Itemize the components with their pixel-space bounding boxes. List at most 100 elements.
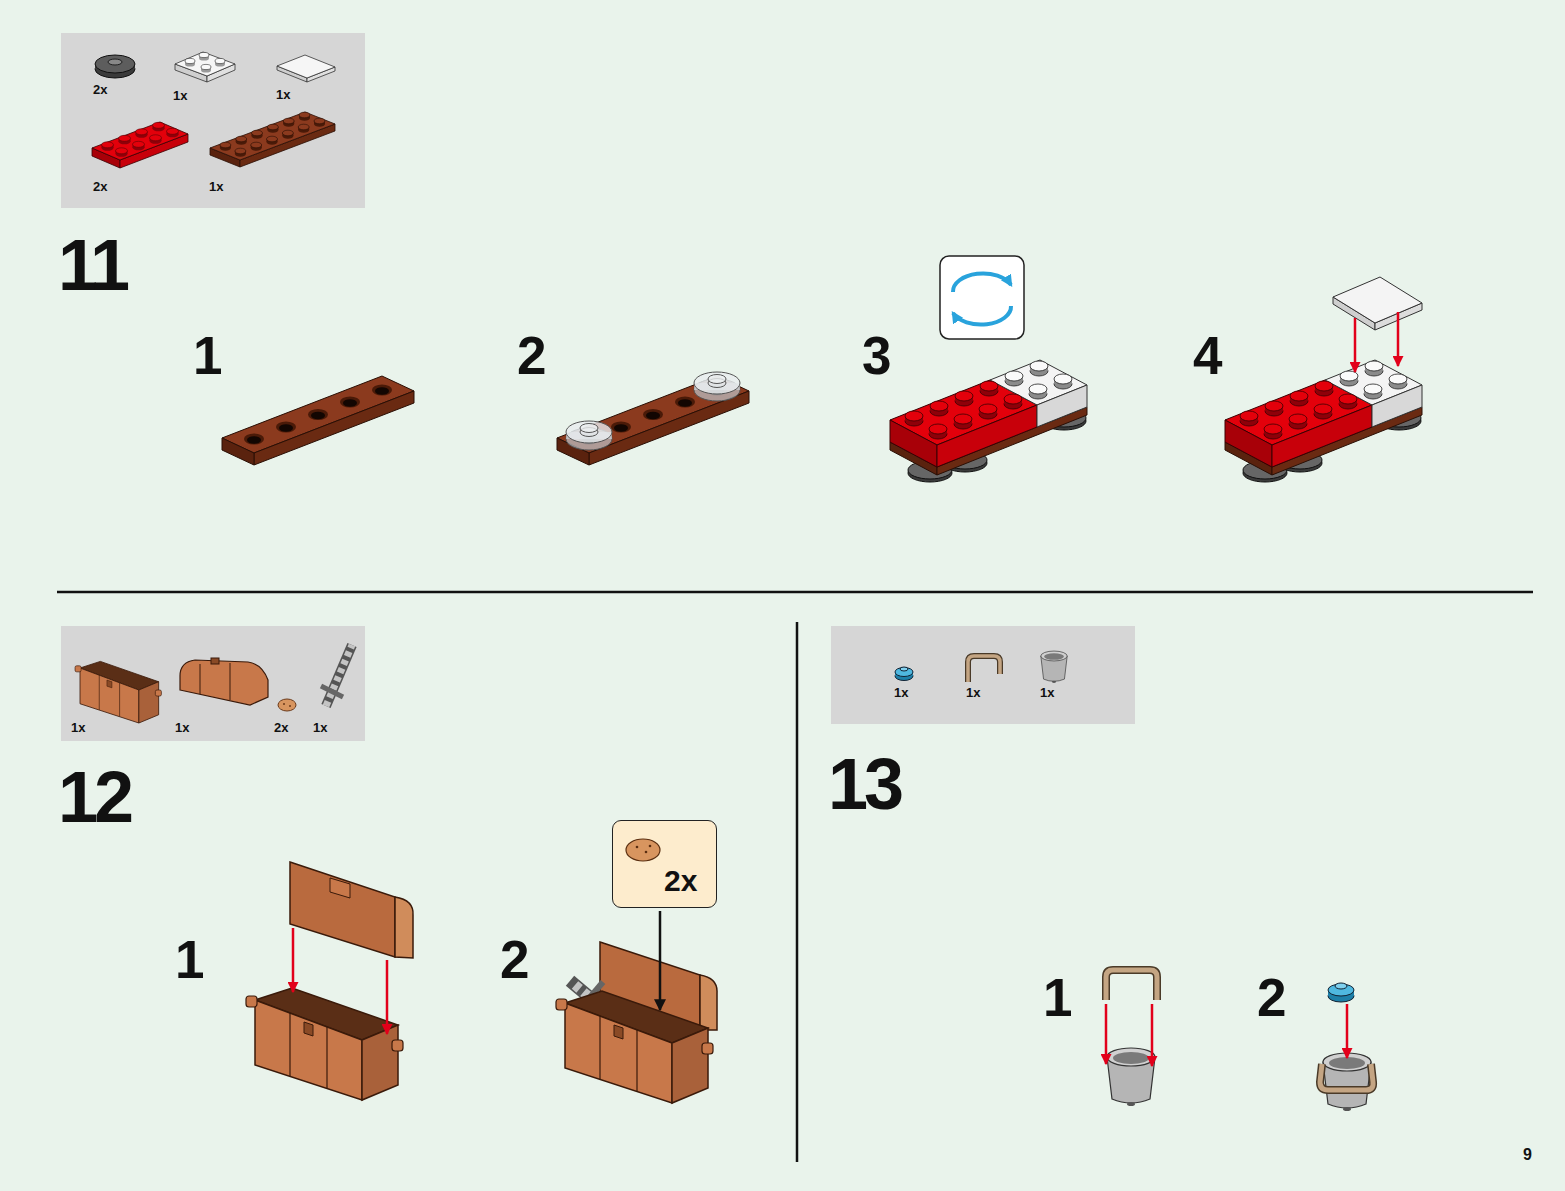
- divider-lines: [57, 591, 1533, 594]
- step-12-1-chest: [395, 897, 413, 958]
- step-11-4-assembly: [1225, 360, 1422, 482]
- step-11-4-assembly: [1225, 277, 1422, 482]
- blue-round-plate-icon: [895, 672, 913, 676]
- step-12-1-chest: [246, 862, 413, 1100]
- rotate-icon: [953, 273, 1011, 292]
- step-11-2-plate: [694, 372, 740, 401]
- step-12-1-chest: [292, 928, 295, 992]
- chest-lid-icon: [200, 664, 201, 694]
- sword-icon: [326, 645, 352, 706]
- step-11-3-assembly: [890, 360, 1087, 482]
- step-13-2-bucket: [1328, 990, 1354, 996]
- step-13-2-bucket: [1323, 1053, 1371, 1111]
- step-12-2-chest: [659, 911, 662, 1010]
- blue-round-plate-icon: [900, 667, 908, 671]
- substep-number: 4: [1193, 329, 1222, 382]
- step-13-2-bucket: [1335, 983, 1347, 989]
- round-plate-icon: [95, 55, 135, 78]
- substep-number: 3: [862, 329, 891, 382]
- step-11-4-assembly: [1397, 312, 1400, 366]
- red-plate-icon: [167, 128, 179, 137]
- part-count: 1x: [175, 720, 189, 735]
- red-plate-icon: [119, 135, 131, 144]
- parts-panel: 1x1x1x: [831, 626, 1135, 724]
- bucket-icon: [1041, 651, 1067, 683]
- step-11-2-plate: [557, 376, 749, 465]
- step-12-2-chest: [575, 985, 662, 1058]
- substep-number: 2: [500, 933, 529, 986]
- step-11-4-assembly: [1333, 297, 1375, 330]
- parts-panel: 1x1x2x1x: [61, 626, 365, 741]
- page-number: 9: [1523, 1147, 1532, 1163]
- step-12-2-chest: [581, 982, 603, 1008]
- cookie-icon: [283, 703, 285, 705]
- step-12-1-chest: [290, 862, 395, 957]
- step-12-1-chest: [386, 960, 389, 1034]
- step-12-2-chest: [700, 975, 717, 1030]
- red-plate-icon: [92, 122, 188, 168]
- callout-cookie-icon: [626, 839, 660, 861]
- divider-lines: [796, 622, 799, 1162]
- rotate-icon: [940, 256, 1024, 339]
- step-13-2-bucket: [1320, 1064, 1373, 1090]
- step-13-1-bucket: [1151, 1004, 1154, 1066]
- sword-icon: [321, 645, 352, 706]
- step-11-4-assembly: [1354, 318, 1357, 372]
- brown-plate-icon: [210, 112, 335, 167]
- cookie-icon: [289, 705, 291, 707]
- parts-panel: 2x1x1x2x1x: [61, 33, 365, 208]
- chest-lid-icon: [230, 663, 231, 700]
- blue-round-plate-icon: [895, 668, 913, 677]
- step-13-1-bucket: [1107, 1048, 1155, 1106]
- brown-plate-icon: [240, 124, 335, 167]
- step-number: 12: [58, 761, 130, 833]
- step-12-1-chest: [330, 878, 350, 898]
- divider-lines: [57, 592, 1533, 1162]
- white-tile-icon: [277, 66, 307, 82]
- round-plate-icon: [95, 64, 135, 69]
- callout-count: 2x: [664, 864, 697, 898]
- brown-plate-icon: [283, 118, 294, 127]
- part-count: 1x: [71, 720, 85, 735]
- brown-plate-icon: [298, 124, 309, 133]
- step-13-2-bucket: [1328, 990, 1354, 1002]
- substep-number: 1: [1043, 971, 1072, 1024]
- callout-cookie-icon: [649, 845, 652, 848]
- step-11-4-assembly: [1375, 303, 1422, 330]
- brown-plate-icon: [210, 148, 240, 167]
- cookie-icon: [278, 699, 296, 711]
- blue-round-plate-icon: [895, 672, 913, 681]
- substep-number: 2: [517, 329, 546, 382]
- white-plate-icon: [215, 58, 225, 66]
- red-plate-icon: [116, 148, 128, 157]
- red-plate-icon: [102, 142, 114, 151]
- step-13-2-bucket: [1328, 984, 1354, 996]
- step-12-2-chest: [556, 911, 717, 1103]
- substep-number: 1: [193, 329, 222, 382]
- sword-icon: [326, 645, 352, 706]
- substep-number: 1: [175, 933, 204, 986]
- brown-plate-icon: [235, 148, 246, 157]
- brown-plate-icon: [282, 130, 293, 139]
- step-11-1-plate: [222, 376, 414, 465]
- step-number: 13: [828, 748, 900, 820]
- callout-box: 2x: [612, 820, 717, 908]
- step-13-2-bucket: [1346, 1004, 1349, 1058]
- white-tile-icon: [277, 55, 335, 78]
- part-count: 2x: [274, 720, 288, 735]
- red-plate-icon: [92, 148, 120, 168]
- rotate-icon: [953, 306, 1011, 325]
- part-count: 2x: [93, 179, 107, 194]
- white-plate-icon: [175, 52, 235, 82]
- step-12-1-chest: [246, 988, 403, 1100]
- step-11-3-assembly: [890, 360, 1087, 482]
- red-plate-icon: [136, 129, 148, 138]
- round-plate-icon: [108, 59, 122, 65]
- handle-icon: [968, 656, 1000, 682]
- bucket-icon: [1041, 651, 1067, 683]
- cookie-icon: [278, 699, 296, 711]
- step-11-4-assembly: [1333, 277, 1422, 323]
- brown-plate-icon: [267, 136, 278, 145]
